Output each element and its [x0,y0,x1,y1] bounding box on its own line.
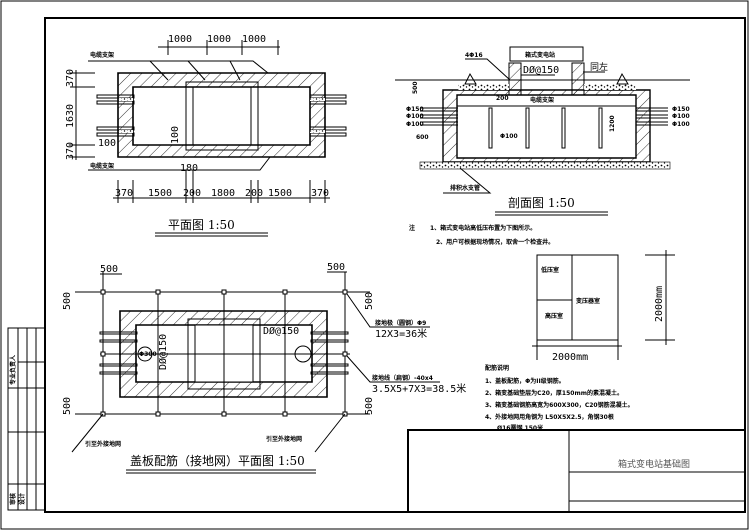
pipe-left-2: Φ100 [406,113,424,120]
note-1: 1、箱式变电站高低压布置为下图所示。 [430,224,536,232]
note-2: 2、用户可根据现场情况，取舍一个检查井。 [436,238,554,246]
label-cable-support: 电缆支架 [530,96,554,104]
plan-title: 平面图 1:50 [168,218,235,232]
plan-view: 电缆支架 电缆支架 1000 1000 1000 370 1630 370 10… [65,34,347,237]
rebar-h: DØ@150 [263,325,299,337]
grounding-title: 盖板配筋（接地网）平面图 1:50 [130,453,305,468]
drawing-name: 箱式变电站基础图 [618,458,690,470]
dim-200: 200 [496,95,509,102]
dim-bottom-3: 200 [183,188,201,199]
room-low-voltage: 低压室 [540,266,559,274]
wire-qty: 3.5X5+7X3=38.5米 [372,382,466,395]
cable-supports [457,105,636,149]
dim-top-2: 1000 [207,34,231,45]
label-rebar: DØ@150 [523,64,559,76]
dim-top-1: 1000 [168,34,192,45]
room-layout: 低压室 高压室 变压器室 2000mm 2000mm [532,250,675,363]
section-pipes [420,107,668,126]
pipe-left-1: Φ150 [406,106,424,113]
drawing-frame [44,17,746,513]
room-transformer: 变压器室 [576,297,600,305]
dim-600: 600 [416,134,429,141]
dim-left-1: 370 [65,69,76,87]
side-label-b: 审核 [9,493,17,505]
notes: 注 1、箱式变电站高低压布置为下图所示。 2、用户可根据现场情况，取舍一个检查井… [409,224,554,246]
dim-100-h: 100 [98,138,116,149]
lead-left: 引至外接地网 [85,440,121,448]
electrode-label: 接地极（圆钢）Φ9 [374,319,426,327]
rebar-note-1: 1、盖板配筋，Φ为II级钢筋。 [485,377,565,385]
pipe-right-1: Φ150 [672,106,690,113]
dim-bottom-4: 1800 [211,188,235,199]
dim-left-bottom: 500 [62,397,73,415]
dim-1200: 1200 [609,115,616,132]
dim-500: 500 [412,81,419,94]
circle-label: Φ300 [139,351,157,358]
label-drain-pipe: 排积水支管 [450,184,480,192]
dim-top-left: 500 [100,264,118,275]
side-label-c: 设计 [18,493,26,505]
dim-bottom-1: 370 [115,188,133,199]
rebar-note-3: 3、箱变基础钢筋高宽为600X300，C20钢筋混凝土。 [485,401,634,409]
manhole-right [294,345,312,363]
manhole-left [137,346,153,362]
pipes [99,331,349,375]
layout-width: 2000mm [552,352,588,363]
dim-right-top: 500 [364,292,375,310]
rebar-note-5: Ø16圆钢 150米 [497,424,543,432]
dim-bottom-2: 1500 [148,188,172,199]
dim-180: 180 [180,163,198,174]
section-title: 剖面图 1:50 [508,196,575,210]
dim-left-2: 1630 [65,104,76,128]
dim-bottom-7: 370 [311,188,329,199]
pipe-right-3: Φ100 [672,121,690,128]
rebar-heading: 配筋说明 [485,364,509,372]
rebar-notes: 配筋说明 1、盖板配筋，Φ为II级钢筋。 2、箱变基础垫层为C20，厚150mm… [485,364,634,432]
layout-height: 2000mm [654,286,665,322]
dim-100-v: 100 [170,126,181,144]
rebar-note-2: 2、箱变基础垫层为C20，厚150mm的素混凝土。 [485,389,623,397]
electrode-qty: 12X3=36米 [375,327,427,340]
side-label-a: 专业负责人 [9,354,17,385]
center-pipe: Φ100 [500,133,518,140]
label-cable-support-top: 电缆支架 [90,51,114,59]
label-top-small: 4Φ16 [465,52,483,59]
dim-top-right: 500 [327,262,345,273]
notes-prefix: 注 [409,224,415,232]
box-transformer [509,46,584,62]
side-strip: 专业负责人 审核 设计 [7,327,46,511]
room-high-voltage: 高压室 [545,312,563,320]
dim-left-3: 370 [65,142,76,160]
lead-right: 引至外接地网 [266,435,302,443]
rebar-v: DØ@150 [157,334,169,370]
label-same-left: 同左 [590,61,608,73]
grounding-plan: Φ300 DØ@150 DØ@150 500 500 500 500 500 5… [62,262,466,474]
rebar-note-4: 4、外接地网用角钢为 L50X5X2.5，角钢30根 [485,413,614,421]
dim-bottom-6: 1500 [268,188,292,199]
label-cable-support-bottom: 电缆支架 [90,162,114,170]
dim-left-top: 500 [62,292,73,310]
section-view: 箱式变电站 Φ150 Φ100 Φ100 Φ150 Φ100 Φ100 4Φ16… [395,46,690,216]
dim-bottom-5: 200 [245,188,263,199]
pipe-right-2: Φ100 [672,113,690,120]
dim-right-bottom: 500 [364,397,375,415]
title-block: 箱式变电站基础图 [407,429,746,513]
ground-grid [75,272,370,417]
wire-label: 接地线（扁钢）-40x4 [371,374,433,382]
dim-top-3: 1000 [242,34,266,45]
box-label: 箱式变电站 [525,51,555,59]
pipes-left [96,94,135,137]
pipe-left-3: Φ100 [406,121,424,128]
pipes-right [309,94,347,137]
